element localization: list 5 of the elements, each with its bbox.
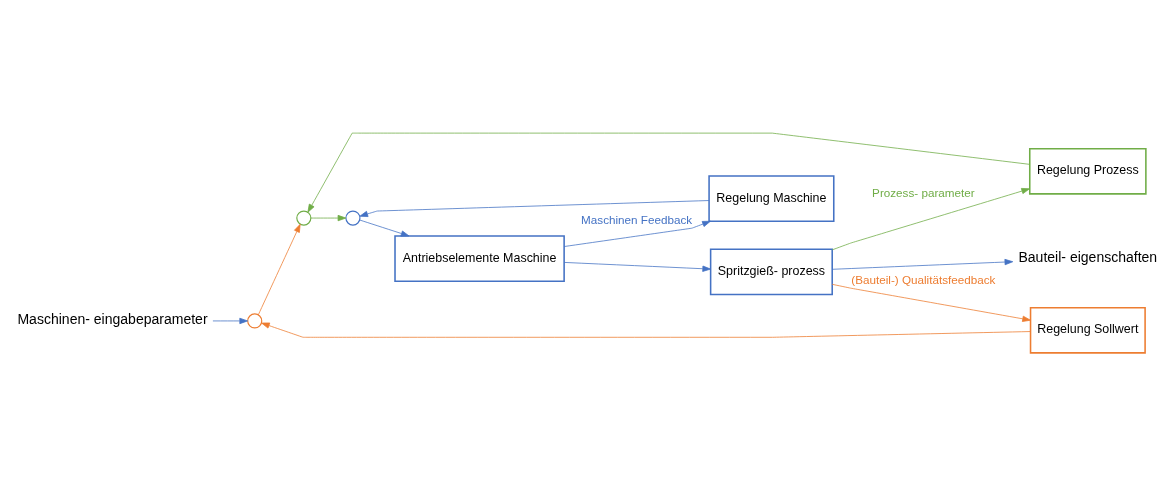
edge-label: (Bauteil-) Qualitätsfeedback (851, 273, 996, 287)
node-text: Maschinen- eingabeparameter (17, 311, 208, 328)
edge-label: Prozess- parameter (872, 186, 975, 200)
edge-label: Maschinen Feedback (581, 213, 693, 227)
node-text: Bauteil- eigenschaften (1018, 249, 1158, 266)
